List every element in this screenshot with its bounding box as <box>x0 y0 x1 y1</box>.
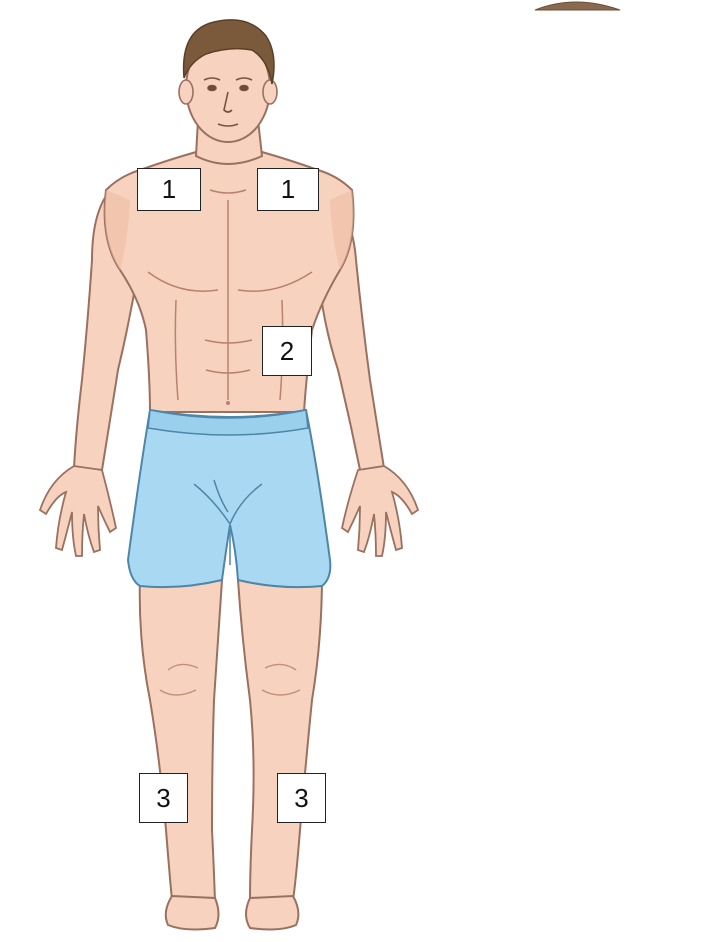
left-leg <box>140 575 222 902</box>
top-right-fragment <box>535 2 620 10</box>
marker-chest-left: 1 <box>137 168 201 211</box>
shorts-body <box>128 410 330 587</box>
left-ear <box>179 80 193 104</box>
right-hand <box>342 466 418 556</box>
marker-ankle-right: 3 <box>277 773 326 823</box>
shorts <box>128 410 330 587</box>
navel <box>226 401 230 405</box>
left-foot <box>166 896 219 929</box>
head <box>179 20 277 142</box>
legs <box>140 575 322 929</box>
marker-chest-right: 1 <box>257 168 319 211</box>
marker-ankle-left: 3 <box>139 773 188 823</box>
right-foot <box>246 896 298 929</box>
marker-abdomen: 2 <box>262 326 312 376</box>
right-ear <box>263 80 277 104</box>
right-leg <box>238 575 322 902</box>
waistband <box>148 410 308 435</box>
left-hand <box>40 466 116 556</box>
